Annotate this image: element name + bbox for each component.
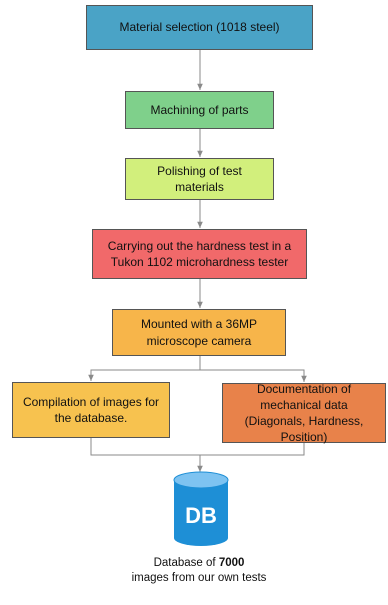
- caption-count: 7000: [218, 557, 245, 569]
- caption-suffix: images from our own tests: [131, 571, 267, 584]
- step-image-compilation: Compilation of images for the database.: [12, 382, 170, 438]
- merge-7-db: [200, 443, 305, 456]
- step-mechanical-data: Documentation of mechanical data (Diagon…: [222, 382, 386, 444]
- step-polishing: Polishing of test materials: [125, 158, 274, 200]
- step-material-selection: Material selection (1018 steel): [86, 5, 313, 50]
- merge-6-db: [90, 438, 203, 472]
- database-caption: Database of 7000 images from our own tes…: [114, 556, 284, 586]
- branch-5-6: [88, 356, 201, 381]
- step-microscope-camera: Mounted with a 36MP microscope camera: [112, 309, 286, 356]
- branch-5-7: [200, 369, 307, 382]
- step-hardness-test: Carrying out the hardness test in a Tuko…: [92, 229, 307, 279]
- caption-prefix: Database of: [153, 557, 219, 569]
- step-machining: Machining of parts: [125, 91, 274, 129]
- database-icon: DB: [173, 471, 229, 546]
- db-icon-label: DB: [185, 503, 217, 528]
